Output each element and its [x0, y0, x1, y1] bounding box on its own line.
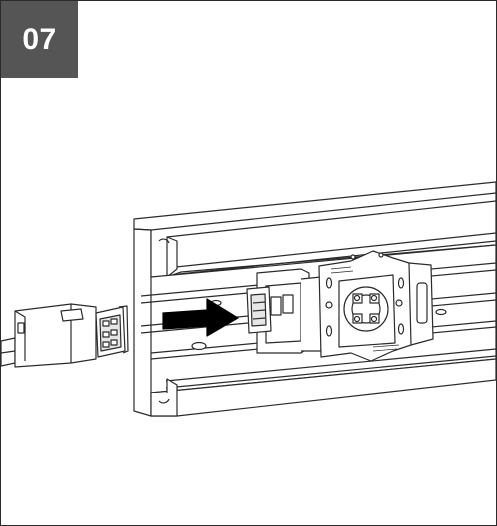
cable-plug	[1, 303, 129, 368]
mounting-hole	[435, 308, 447, 316]
insertion-direction-arrow	[162, 298, 239, 337]
step-number-badge: 07	[1, 1, 78, 78]
plug-body	[14, 303, 97, 368]
duct-bottom-end-cap	[150, 378, 178, 417]
step-number: 07	[22, 22, 57, 56]
switch-insert	[318, 250, 412, 362]
mounting-hole	[191, 341, 207, 351]
switch-plug-socket	[246, 286, 272, 334]
